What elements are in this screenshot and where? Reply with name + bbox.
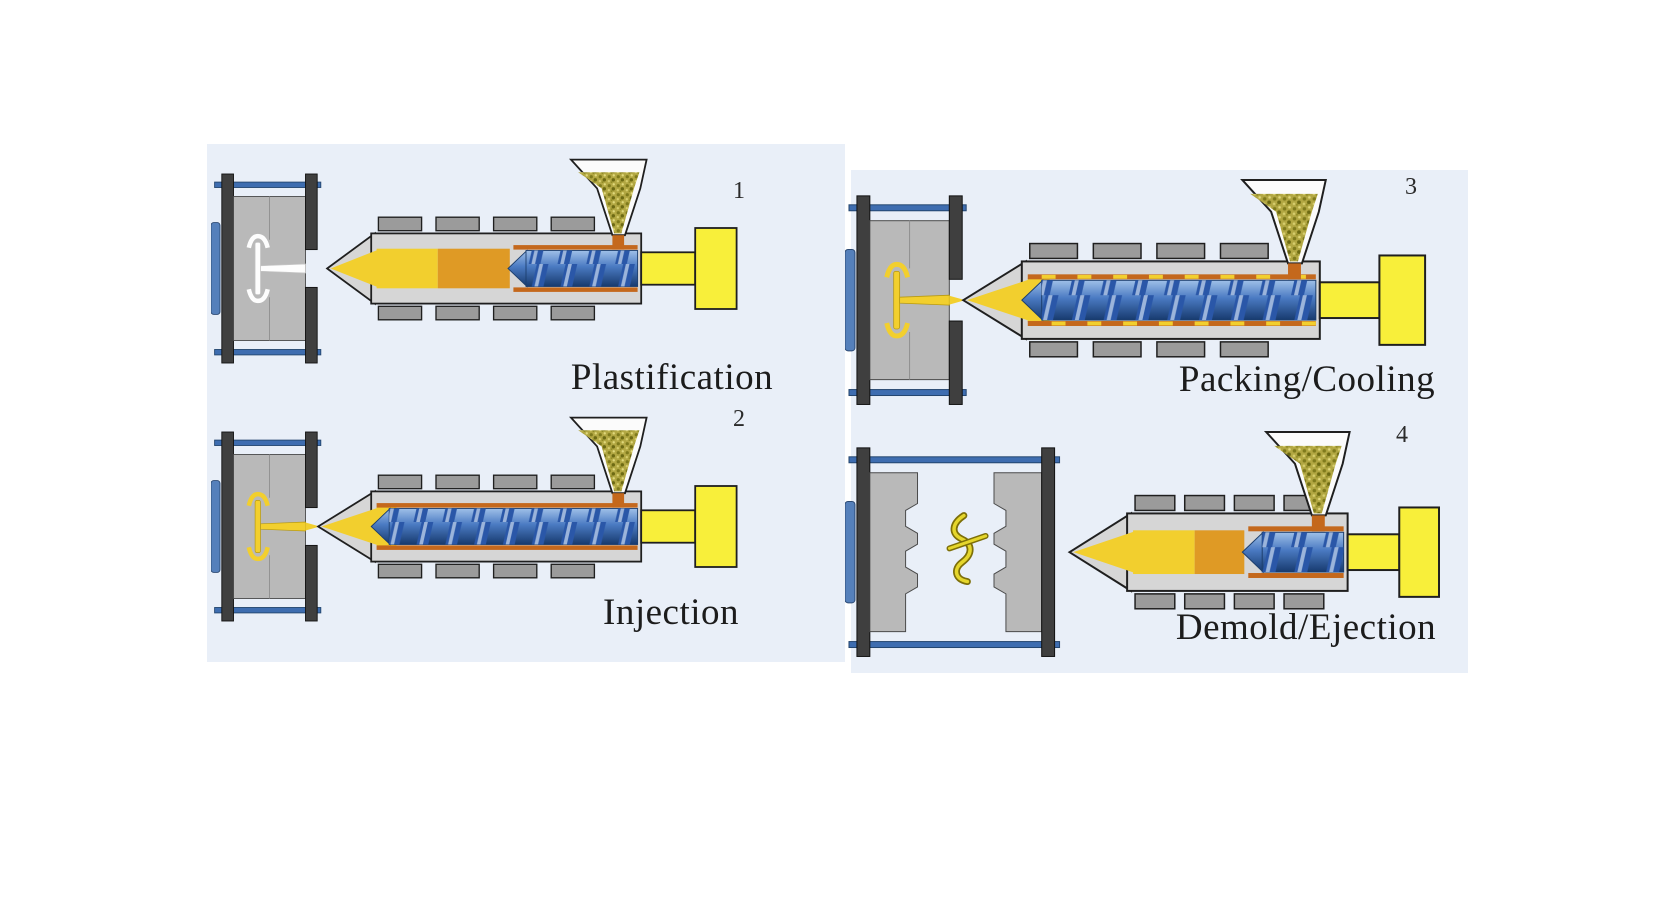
platen-right-lower (305, 544, 318, 622)
tie-bar-bottom (848, 389, 967, 397)
clamp-cylinder (845, 501, 856, 604)
melt-in-nozzle (330, 249, 379, 288)
machine-diagram-demold-ejection (845, 428, 1441, 676)
clamp-cylinder (211, 222, 221, 315)
platen-right-upper (948, 195, 963, 280)
machine-diagram-plastification (211, 156, 751, 381)
platen-left (221, 431, 234, 622)
hopper (1263, 430, 1351, 532)
injection-unit (961, 178, 1427, 358)
stage-caption-packing-cooling: Packing/Cooling (1178, 359, 1436, 400)
hopper (1240, 178, 1328, 280)
screw (507, 249, 639, 288)
hydraulic-ram (640, 485, 738, 568)
platen-right-lower (305, 286, 318, 364)
melt-pool-orange (1194, 530, 1245, 575)
machine-diagram-injection (211, 414, 751, 639)
machine-diagram-packing-cooling (845, 176, 1441, 424)
tie-bar-bottom (848, 641, 1061, 649)
injection-unit (316, 416, 738, 579)
step-number-2: 2 (733, 406, 745, 432)
tie-bar-top (214, 439, 322, 446)
plastic-pellets (1274, 445, 1342, 514)
clamp-mold-unit (211, 431, 322, 622)
cavity-filled-part (884, 261, 966, 339)
plastic-pellets (1250, 193, 1318, 262)
stage-caption-injection: Injection (602, 592, 740, 633)
mold-half-left (869, 472, 919, 633)
figure-right-column: 3 Packing/Cooling 4 Demold/Ejection (845, 170, 1468, 673)
step-number-1: 1 (733, 178, 745, 204)
melt-pool-orange (437, 248, 510, 289)
clamp-mold-unit (845, 195, 967, 405)
tie-bar-top (848, 204, 967, 212)
screw (1241, 531, 1345, 574)
melt-in-nozzle (321, 507, 379, 546)
platen-left (856, 447, 871, 657)
plastic-pellets (578, 430, 640, 492)
platen-left (856, 195, 871, 405)
feed-melt (1288, 263, 1301, 280)
feed-melt (612, 493, 625, 508)
melt-pool-yellow (1133, 530, 1195, 575)
melt-in-nozzle (1073, 531, 1136, 574)
clamp-cylinder (211, 480, 221, 573)
stage-caption-plastification: Plastification (570, 357, 774, 398)
hydraulic-ram (1318, 254, 1427, 346)
step-number-3: 3 (1405, 174, 1417, 200)
feed-melt (1311, 515, 1325, 532)
tie-bar-bottom (214, 349, 322, 356)
tie-bar-top (214, 181, 322, 188)
injection-unit (1067, 430, 1441, 610)
tie-bar-top (848, 456, 1061, 464)
clamp-cylinder (845, 249, 856, 352)
platen-right-upper (305, 173, 318, 251)
cavity-empty (246, 233, 306, 304)
tie-bar-bottom (214, 607, 322, 614)
plastic-pellets (578, 172, 640, 234)
clamp-mold-unit (845, 447, 1061, 657)
clamp-mold-unit (211, 173, 322, 364)
hydraulic-ram (1346, 506, 1441, 598)
hopper (568, 416, 648, 508)
platen-left (221, 173, 234, 364)
hydraulic-ram (640, 227, 738, 310)
melt-pool-yellow (376, 248, 438, 289)
cavity-filled-part (246, 491, 320, 562)
platen-right-upper (305, 431, 318, 509)
screw (370, 507, 639, 546)
platen-right-lower (948, 320, 963, 405)
step-number-4: 4 (1396, 422, 1408, 448)
heater-bands (377, 474, 596, 579)
hopper (568, 158, 648, 250)
feed-melt (612, 235, 625, 250)
ejected-part (946, 512, 989, 586)
melt-in-nozzle (967, 279, 1030, 322)
mold-half-right (993, 472, 1043, 633)
screw (1021, 279, 1317, 322)
platen-right (1041, 447, 1056, 657)
figure-left-column: 1 Plastification 2 Injection (207, 144, 845, 662)
stage-caption-demold-ejection: Demold/Ejection (1175, 607, 1437, 648)
heater-bands (377, 216, 596, 321)
injection-unit (325, 158, 738, 321)
heater-bands (1029, 242, 1269, 358)
